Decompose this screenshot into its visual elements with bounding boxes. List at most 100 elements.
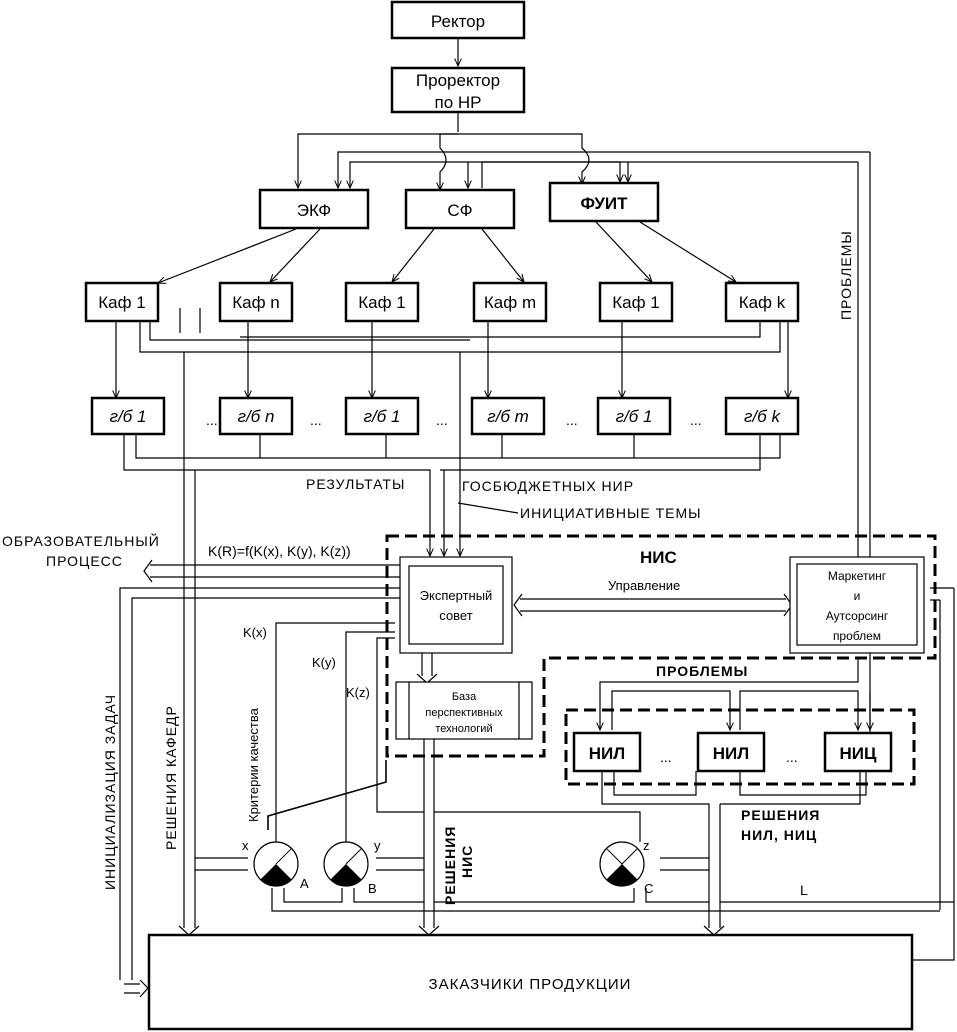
department-label: Каф 1	[358, 293, 406, 312]
department-node: Каф 1	[84, 281, 160, 323]
init-tasks-label: ИНИЦИАЛИЗАЦИЯ ЗАДАЧ	[102, 694, 118, 890]
ekf-label: ЭКФ	[297, 201, 331, 220]
tech-base-node: База перспективных технологий	[395, 681, 533, 740]
research-group-node: г/б 1	[596, 396, 672, 436]
kz-label: K(z)	[346, 685, 370, 700]
edu-process-label-2: ПРОЦЕСС	[46, 553, 123, 569]
research-group-node: г/б m	[470, 396, 546, 436]
edu-process-arrowhead	[143, 559, 153, 583]
research-group-label: г/б 1	[616, 407, 653, 426]
nis-decisions-arrowhead	[418, 925, 440, 936]
department-node: Каф n	[218, 281, 294, 323]
comparator-c-input	[660, 857, 709, 871]
customers-node: ЗАКАЗЧИКИ ПРОДУКЦИИ	[147, 933, 914, 1031]
research-group-node: г/б n	[218, 396, 294, 436]
nis-label: НИС	[640, 548, 677, 567]
labs-ellipsis-2: ...	[786, 749, 798, 765]
prorector-to-ekf-arrow	[298, 133, 458, 188]
prorector-label-1: Проректор	[416, 71, 500, 90]
kx-label: K(x)	[243, 625, 267, 640]
department-node: Каф 1	[598, 281, 674, 323]
criteria-label: Критерии качества	[246, 707, 261, 822]
marketing-input-lines	[930, 587, 954, 601]
init-tasks-to-customers	[124, 983, 140, 994]
sf-to-kaf1-arrow	[392, 228, 435, 282]
kz-line	[376, 637, 641, 842]
ellipsis-2: ...	[310, 412, 322, 428]
ellipsis-5: ...	[690, 412, 702, 428]
ellipsis-1: ...	[206, 412, 218, 428]
lab-nic: НИЦ	[823, 731, 893, 773]
research-group-node: г/б 1	[90, 396, 166, 436]
customers-label: ЗАКАЗЧИКИ ПРОДУКЦИИ	[429, 976, 632, 993]
kaf-decisions-label: РЕШЕНИЯ КАФЕДР	[163, 705, 179, 850]
department-node: Каф m	[472, 281, 548, 323]
department-label: Каф n	[232, 293, 280, 312]
comparator-c	[599, 841, 645, 887]
init-tasks-arrowhead	[139, 979, 149, 998]
department-label: Каф m	[484, 293, 536, 312]
labs-decisions-label-2: НИЛ, НИЦ	[741, 827, 817, 843]
research-group-node: г/б 1	[344, 396, 420, 436]
department-node: Каф 1	[344, 281, 420, 323]
kaf-arrows-left	[179, 308, 201, 333]
problems-to-nil1	[600, 658, 859, 730]
management-label: Управление	[608, 578, 680, 593]
kaf-bus-1	[149, 322, 470, 341]
comparator-output-bus	[271, 888, 954, 912]
kx-line	[275, 622, 395, 842]
l-label: L	[800, 882, 808, 898]
management-arrowheads	[513, 593, 793, 617]
marketing-label-1: Маркетинг	[828, 569, 887, 583]
faculty-fuit: ФУИТ	[548, 181, 660, 223]
labs-decisions-label-1: РЕШЕНИЯ	[741, 807, 820, 823]
research-group-label: г/б m	[487, 407, 529, 426]
lab-nil-2-label: НИЛ	[713, 744, 749, 763]
faculty-ekf: ЭКФ	[258, 188, 370, 230]
prorector-node: Проректор по НР	[390, 66, 526, 114]
department-node: Каф k	[724, 281, 800, 323]
ky-line	[345, 631, 395, 842]
lab-nil-2: НИЛ	[696, 731, 766, 773]
init-tasks-line-2	[131, 597, 400, 980]
lab-nil-1: НИЛ	[572, 731, 642, 773]
x-label: x	[242, 838, 249, 853]
c-label: C	[644, 881, 653, 896]
research-group-node: г/б k	[724, 396, 800, 436]
nis-region	[385, 534, 937, 758]
gb-bus-1	[135, 434, 781, 459]
departments-row: Каф 1 Каф n Каф 1 Каф m Каф 1 Каф k	[84, 281, 800, 323]
customers-feedback-line-1	[912, 588, 955, 961]
ellipsis-4: ...	[566, 412, 578, 428]
research-group-label: г/б 1	[364, 407, 401, 426]
marketing-label-4: проблем	[833, 629, 881, 643]
init-tasks-line-1	[119, 587, 400, 980]
results-label: РЕЗУЛЬТАТЫ	[306, 476, 405, 492]
expert-to-base-arrow	[421, 653, 433, 676]
edu-process-arrow	[150, 564, 400, 578]
research-group-label: г/б 1	[110, 407, 147, 426]
fuit-to-kaf1-arrow	[595, 221, 652, 282]
ky-label: K(y)	[312, 655, 336, 670]
feedback-line-1	[338, 151, 870, 188]
fuit-label: ФУИТ	[580, 194, 628, 213]
initiative-leader-line	[457, 502, 519, 514]
labs-decisions-lines	[601, 771, 867, 928]
criteria-leader-line	[267, 760, 387, 830]
ellipsis-3: ...	[436, 412, 448, 428]
initiative-label: ИНИЦИАТИВНЫЕ ТЕМЫ	[520, 505, 702, 521]
rector-label: Ректор	[431, 12, 485, 31]
rector-node: Ректор	[390, 0, 526, 40]
prorector-to-fuit-arrow	[458, 133, 590, 184]
a-label: A	[300, 876, 309, 891]
b-label: B	[368, 881, 377, 896]
nis-decisions-arrow	[423, 739, 435, 928]
quality-formula-label: K(R)=f(K(x), K(y), K(z))	[208, 543, 351, 559]
ekf-to-kafn-arrow	[270, 228, 321, 282]
labs-ellipsis-1: ...	[660, 749, 672, 765]
z-label: z	[643, 838, 650, 853]
tech-base-label-2: перспективных	[425, 707, 503, 719]
tech-base-label-3: технологий	[435, 723, 492, 735]
gb-bus-drops	[259, 434, 635, 458]
